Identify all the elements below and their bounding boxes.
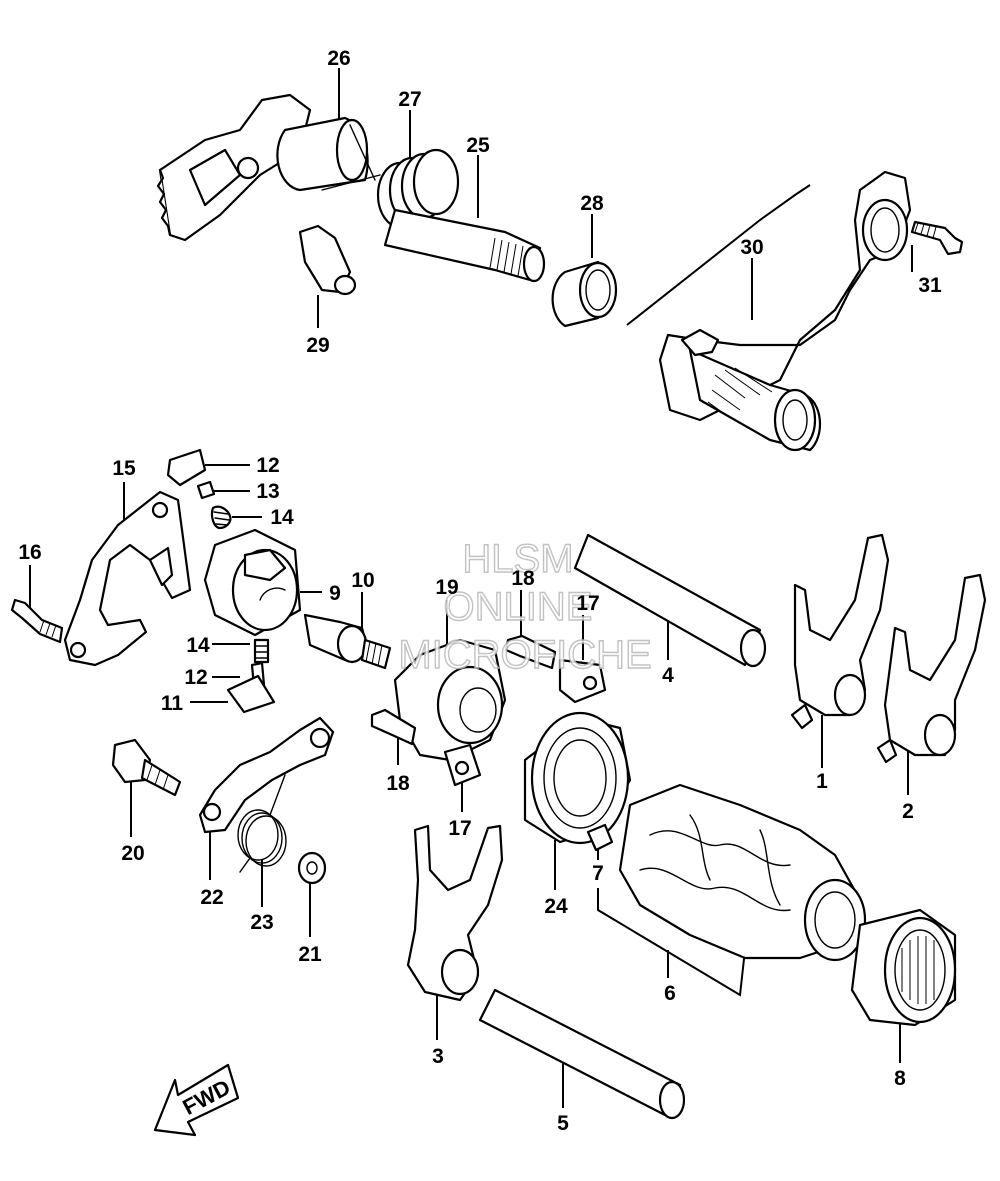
callout-12-top: 12 xyxy=(256,454,279,477)
cam-bolt xyxy=(303,613,392,670)
callout-25: 25 xyxy=(466,134,490,157)
retainer-plate xyxy=(558,658,607,704)
callout-4: 4 xyxy=(662,664,674,687)
callout-12-bottom: 12 xyxy=(184,666,207,689)
shift-pawl-lever xyxy=(198,716,335,834)
callout-29: 29 xyxy=(306,334,329,357)
callout-11: 11 xyxy=(161,692,184,715)
shift-fork-2 xyxy=(876,573,987,764)
cam-bearing xyxy=(523,711,632,845)
shift-shaft-sector xyxy=(156,93,369,242)
callout-13: 13 xyxy=(256,480,279,503)
callout-16: 16 xyxy=(18,541,41,564)
needle-bearing xyxy=(850,908,957,1027)
fork-shaft-2 xyxy=(478,988,686,1120)
callout-27: 27 xyxy=(398,88,421,111)
callout-30: 30 xyxy=(740,236,763,259)
cam-stopper-plate xyxy=(393,638,507,787)
callout-18-bottom: 18 xyxy=(386,772,410,795)
callout-1: 1 xyxy=(816,770,828,793)
leader-lines xyxy=(29,68,913,1108)
shift-stopper-plate xyxy=(63,490,192,667)
callout-6: 6 xyxy=(664,982,676,1005)
fwd-arrow-icon: FWD xyxy=(153,1063,240,1137)
callout-24: 24 xyxy=(544,895,568,918)
washer xyxy=(297,851,327,885)
gear-shift-cam-drum xyxy=(618,783,867,962)
oil-seal xyxy=(551,260,618,328)
callout-2: 2 xyxy=(902,800,914,823)
screw xyxy=(10,598,64,644)
screws xyxy=(370,634,557,746)
callout-5: 5 xyxy=(557,1112,569,1135)
callout-28: 28 xyxy=(580,192,604,215)
callout-19: 19 xyxy=(435,576,458,599)
watermark-line-1: HLSM xyxy=(462,537,573,581)
callout-22: 22 xyxy=(200,886,223,909)
watermark-line-2: ONLINE xyxy=(444,585,593,629)
gear-shift-lever xyxy=(658,170,912,452)
pawl-spring xyxy=(237,774,287,873)
shift-fork-1 xyxy=(790,533,890,730)
watermark: HLSM ONLINE MICROFICHE xyxy=(398,536,653,677)
callout-7: 7 xyxy=(592,862,604,885)
callout-23: 23 xyxy=(250,911,273,934)
cam-stopper-pins xyxy=(166,448,276,714)
callout-labels: 26 27 25 28 29 30 31 12 13 14 15 16 9 10… xyxy=(18,47,942,1135)
gear-shift-shaft xyxy=(383,208,546,283)
callout-3: 3 xyxy=(432,1045,444,1068)
callout-17-top: 17 xyxy=(576,592,599,615)
shift-fork-3 xyxy=(406,824,504,1002)
gear-shift-cam xyxy=(203,528,302,637)
callout-15: 15 xyxy=(112,457,136,480)
bolt xyxy=(298,224,357,296)
callout-14-bottom: 14 xyxy=(186,634,210,657)
callout-10: 10 xyxy=(351,569,374,592)
callout-21: 21 xyxy=(298,943,322,966)
callout-20: 20 xyxy=(121,842,144,865)
callout-14-top: 14 xyxy=(270,506,294,529)
callout-8: 8 xyxy=(894,1067,906,1090)
lever-bolt xyxy=(910,220,964,256)
callout-9: 9 xyxy=(329,582,341,605)
fork-shaft xyxy=(573,533,767,668)
watermark-line-3: MICROFICHE xyxy=(398,633,651,677)
cam-pin xyxy=(586,823,614,852)
callout-18-top: 18 xyxy=(511,567,535,590)
callout-26: 26 xyxy=(327,47,350,70)
callout-31: 31 xyxy=(918,274,942,297)
callout-17-bottom: 17 xyxy=(448,817,471,840)
flange-bolt xyxy=(111,738,182,797)
